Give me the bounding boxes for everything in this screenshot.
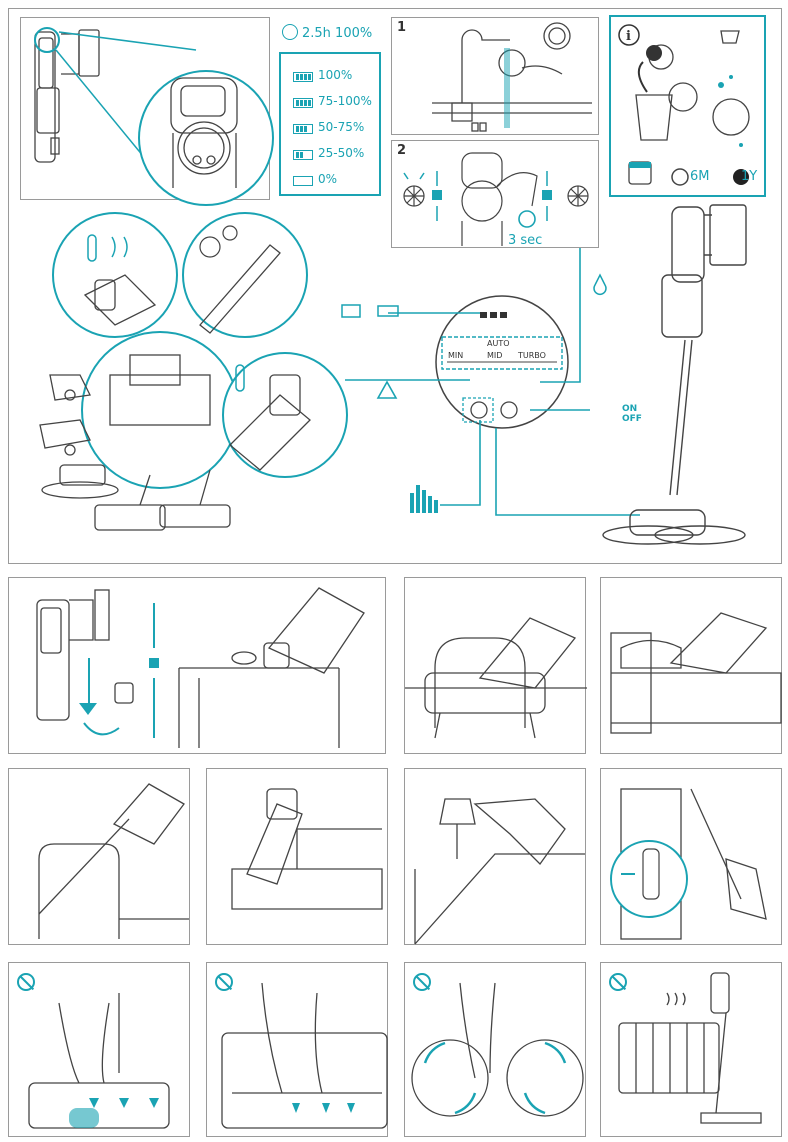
brush-underside-illustration [221, 982, 388, 1129]
accessory-circles-illustration [52, 212, 348, 489]
battery-level-box: 100% 75-100% 50-75% 25-50% 0% [279, 52, 381, 196]
warning-panel-brush [206, 962, 388, 1137]
step2-reset-panel: 2 3 sec [391, 140, 599, 248]
heater-warning-illustration [618, 972, 762, 1124]
battery-level-row: 0% [293, 172, 337, 186]
full-vacuum-illustration [602, 204, 747, 545]
runtime-label: 2.5h 100% [282, 24, 372, 41]
mode-turbo-label: TURBO [518, 351, 546, 360]
prohibited-icon [17, 973, 35, 991]
svg-text:i: i [626, 29, 631, 44]
bed-illustration [610, 612, 782, 734]
battery-level-label: 100% [318, 68, 353, 82]
step1-number: 1 [397, 20, 407, 35]
handle-zoom-panel [20, 17, 274, 206]
mode-auto-label: AUTO [487, 339, 510, 348]
prohibited-icon [609, 973, 627, 991]
step1-wash-panel: 1 [391, 17, 599, 135]
handheld-convert-illustration [36, 587, 365, 748]
battery-level-label: 75-100% [318, 94, 372, 108]
warning-panel-heater [600, 962, 782, 1137]
high-cleaning-panel [600, 768, 782, 945]
furniture-illustration [414, 798, 585, 945]
battery-level-label: 25-50% [318, 146, 365, 160]
on-label: ON [622, 404, 638, 414]
high-cleaning-illustration [610, 788, 767, 940]
prohibited-icon [413, 973, 431, 991]
handheld-convert-panel [8, 577, 386, 754]
runtime-text: 2.5h 100% [302, 26, 373, 41]
chair-tool-panel [8, 768, 190, 945]
chair-illustration [38, 783, 189, 939]
mode-mid-label: MID [487, 351, 503, 360]
battery-three-quarter-icon [293, 120, 313, 134]
reset-time-label: 3 sec [508, 233, 543, 248]
furniture-tool-panel [404, 768, 586, 945]
reset-filter-illustration [403, 152, 589, 246]
roller-removal-illustration [28, 993, 170, 1129]
filter-6m-label: 6M [690, 169, 710, 184]
faucet-rinse-illustration [432, 22, 592, 132]
step2-number: 2 [397, 143, 407, 158]
bed-cleaning-panel [600, 577, 782, 754]
warning-panel-roller [8, 962, 190, 1137]
filter-1y-label: 1Y [741, 169, 758, 184]
floor-nozzles-illustration [39, 374, 231, 531]
battery-empty-blinking-icon [293, 172, 313, 186]
battery-level-row: 75-100% [293, 94, 372, 108]
battery-full-charging-icon [293, 68, 313, 82]
battery-level-label: 0% [318, 172, 338, 186]
prohibited-icon [215, 973, 233, 991]
warning-panel-mop [404, 962, 586, 1137]
battery-level-row: 100% [293, 68, 352, 82]
battery-level-row: 50-75% [293, 120, 364, 134]
battery-level-row: 25-50% [293, 146, 364, 160]
mode-min-label: MIN [448, 351, 464, 360]
filter-maintenance-box: i 6M 1Y [609, 15, 766, 197]
sofa-tool-panel [206, 768, 388, 945]
handle-display-illustration [34, 27, 274, 206]
mop-pads-illustration [411, 982, 584, 1117]
sofa-illustration [231, 788, 383, 910]
armchair-cleaning-panel [404, 577, 587, 754]
armchair-illustration [405, 617, 587, 739]
off-label: OFF [622, 414, 642, 424]
control-panel-illustration [435, 295, 569, 429]
connector-lines [341, 248, 640, 516]
clock-icon [282, 24, 298, 40]
battery-full-icon [293, 94, 313, 108]
filter-cleaning-illustration: i [618, 24, 750, 186]
battery-half-icon [293, 146, 313, 160]
battery-level-label: 50-75% [318, 120, 365, 134]
